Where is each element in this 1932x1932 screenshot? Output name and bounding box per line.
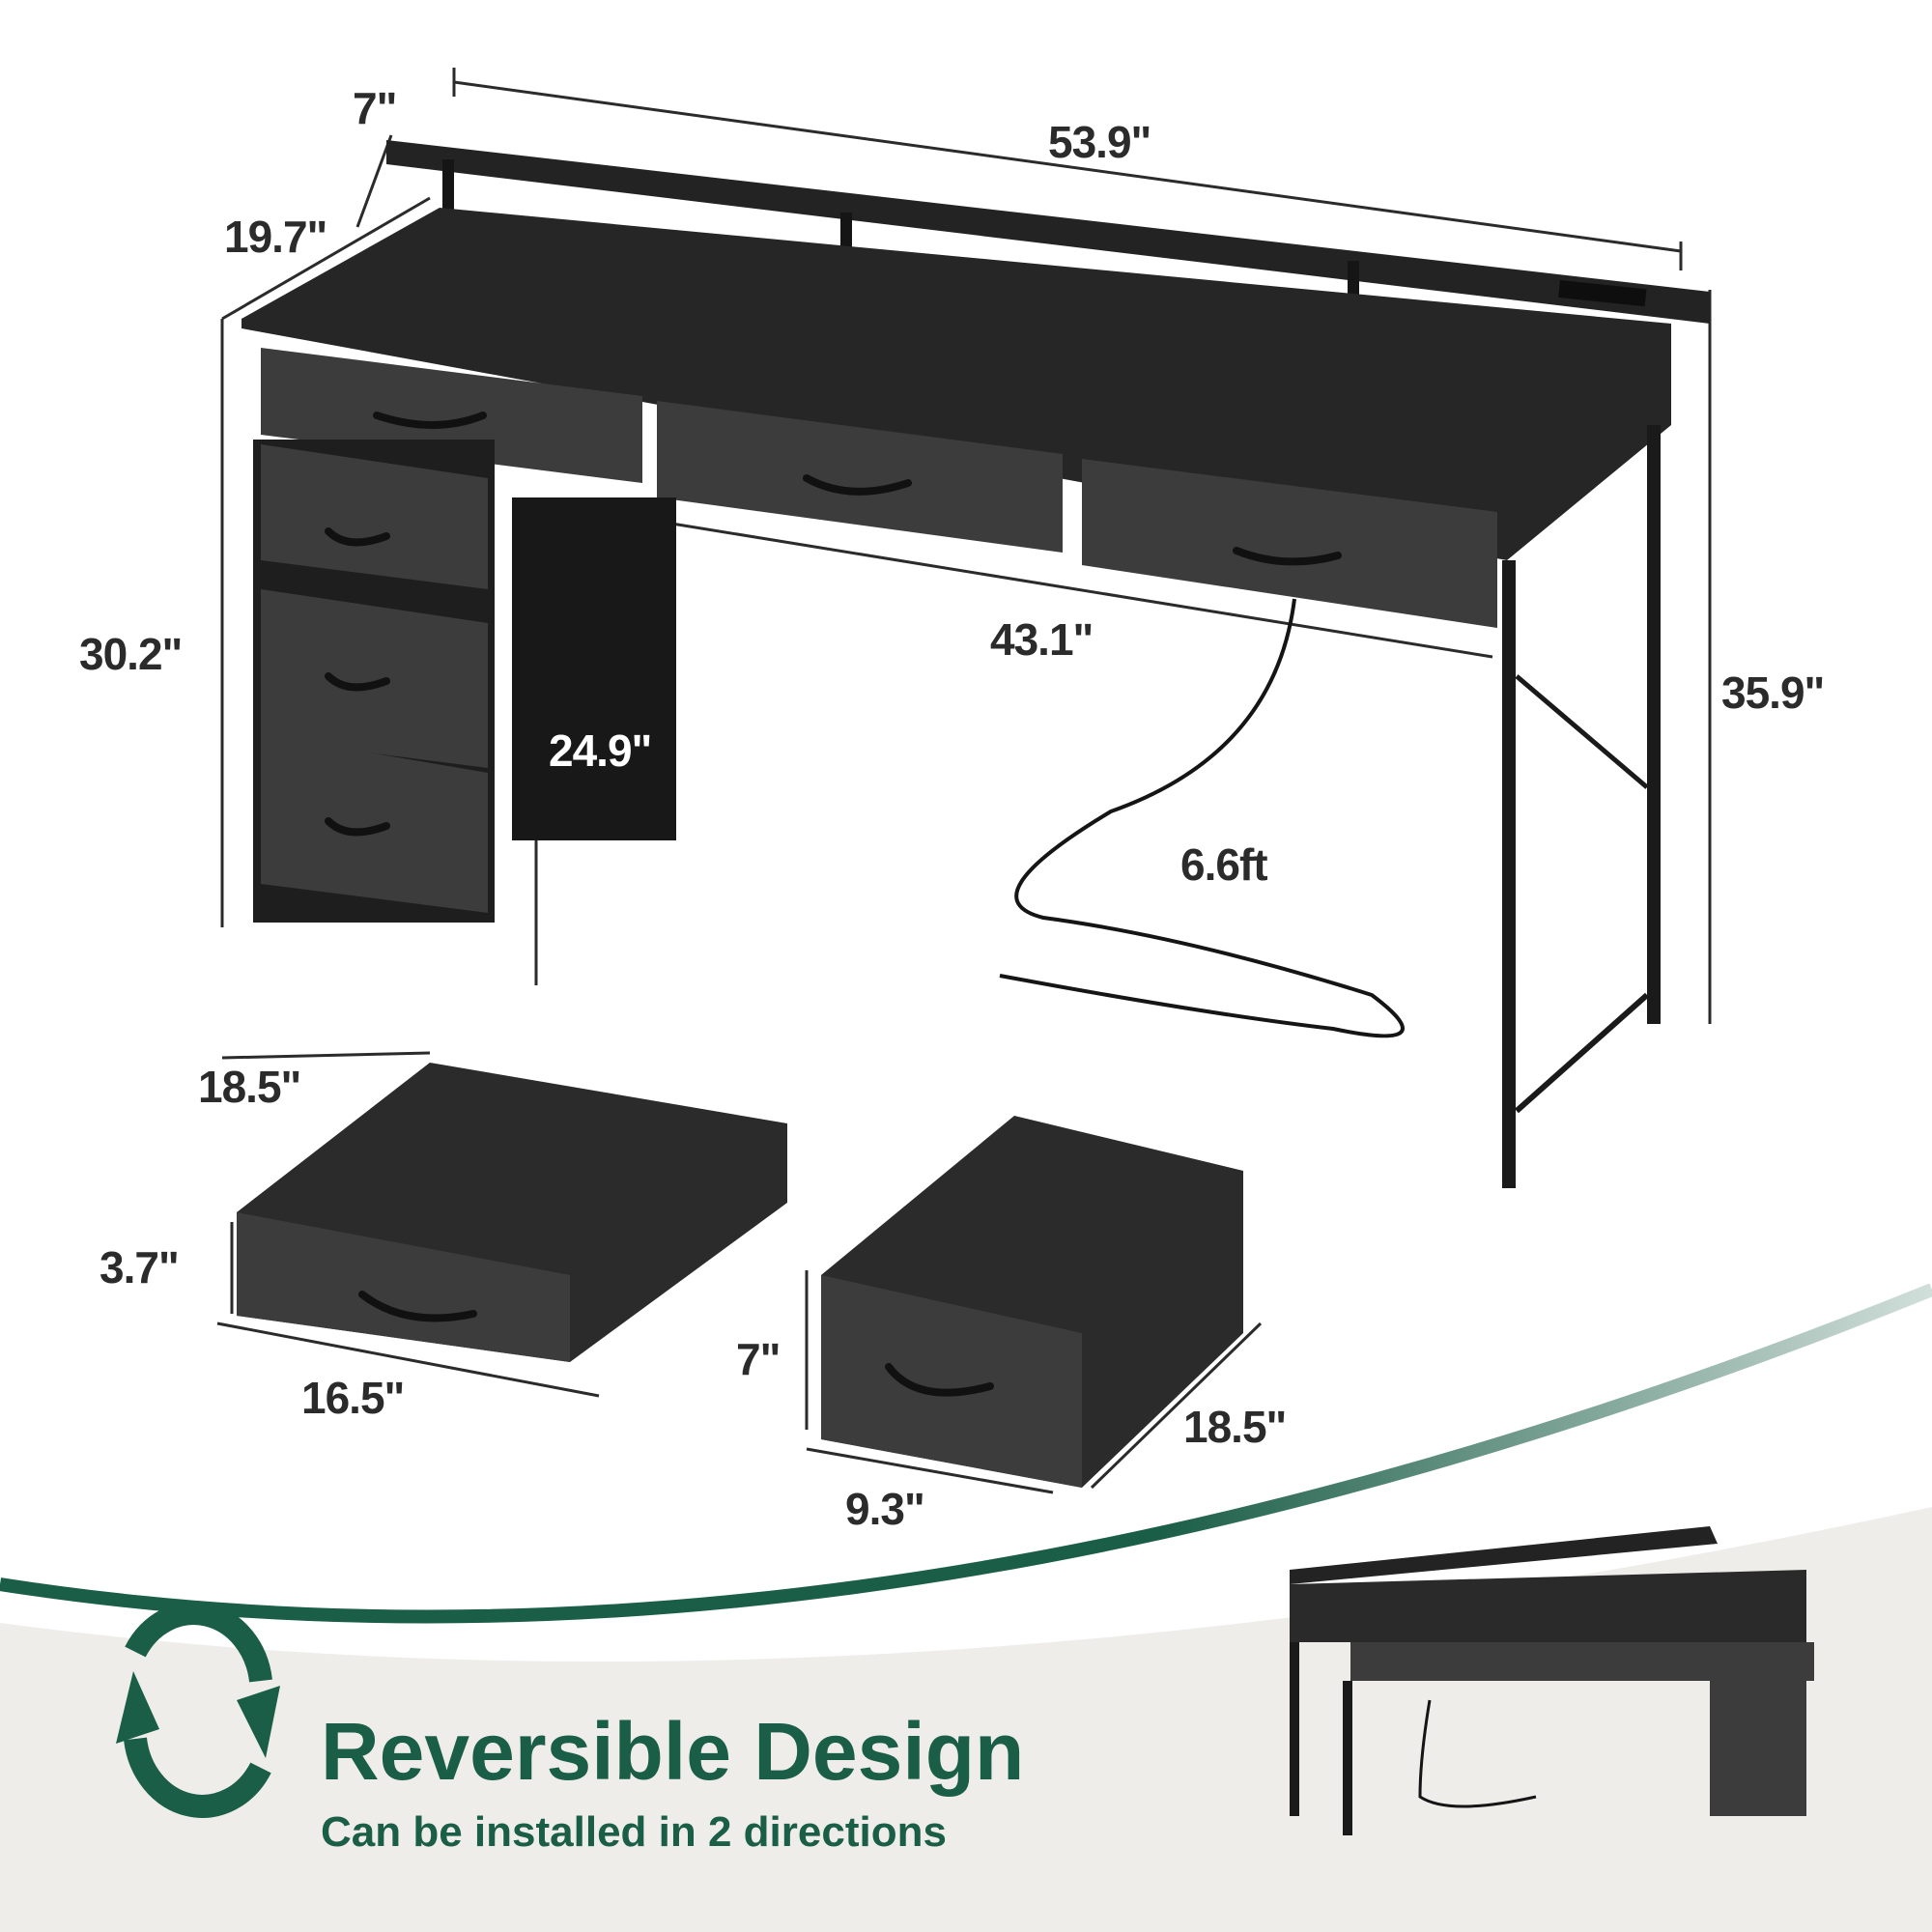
dim-large-drawer-depth: 18.5": [198, 1062, 301, 1112]
banner-subtitle: Can be installed in 2 directions: [321, 1808, 947, 1856]
dim-shelf-depth: 7": [353, 83, 397, 133]
dim-large-drawer-height: 3.7": [99, 1242, 180, 1293]
dim-desk-depth: 19.7": [224, 212, 327, 262]
power-cord: [999, 598, 1405, 1038]
dim-knee-depth: 24.9": [549, 725, 652, 776]
dim-small-drawer-height: 7": [736, 1334, 781, 1384]
power-strip: [1558, 280, 1647, 307]
dim-inner-width: 43.1": [990, 614, 1094, 665]
reverse-arrows-icon: [124, 1602, 272, 1818]
dim-small-drawer-width: 9.3": [845, 1484, 925, 1534]
monitor-shelf: [386, 140, 1710, 324]
dim-total-height: 35.9": [1721, 668, 1825, 718]
dim-small-drawer-depth: 18.5": [1183, 1402, 1287, 1452]
reversed-desk-thumbnail: [1290, 1526, 1814, 1835]
dim-cord-length: 6.6ft: [1180, 839, 1268, 890]
banner-title: Reversible Design: [321, 1706, 1025, 1797]
desk-top: [242, 208, 1671, 560]
dim-total-width: 53.9": [1048, 117, 1151, 167]
banner-curve: [0, 1283, 1932, 1624]
dim-large-drawer-width: 16.5": [301, 1373, 405, 1423]
dim-drawer-unit-height: 30.2": [79, 629, 183, 679]
